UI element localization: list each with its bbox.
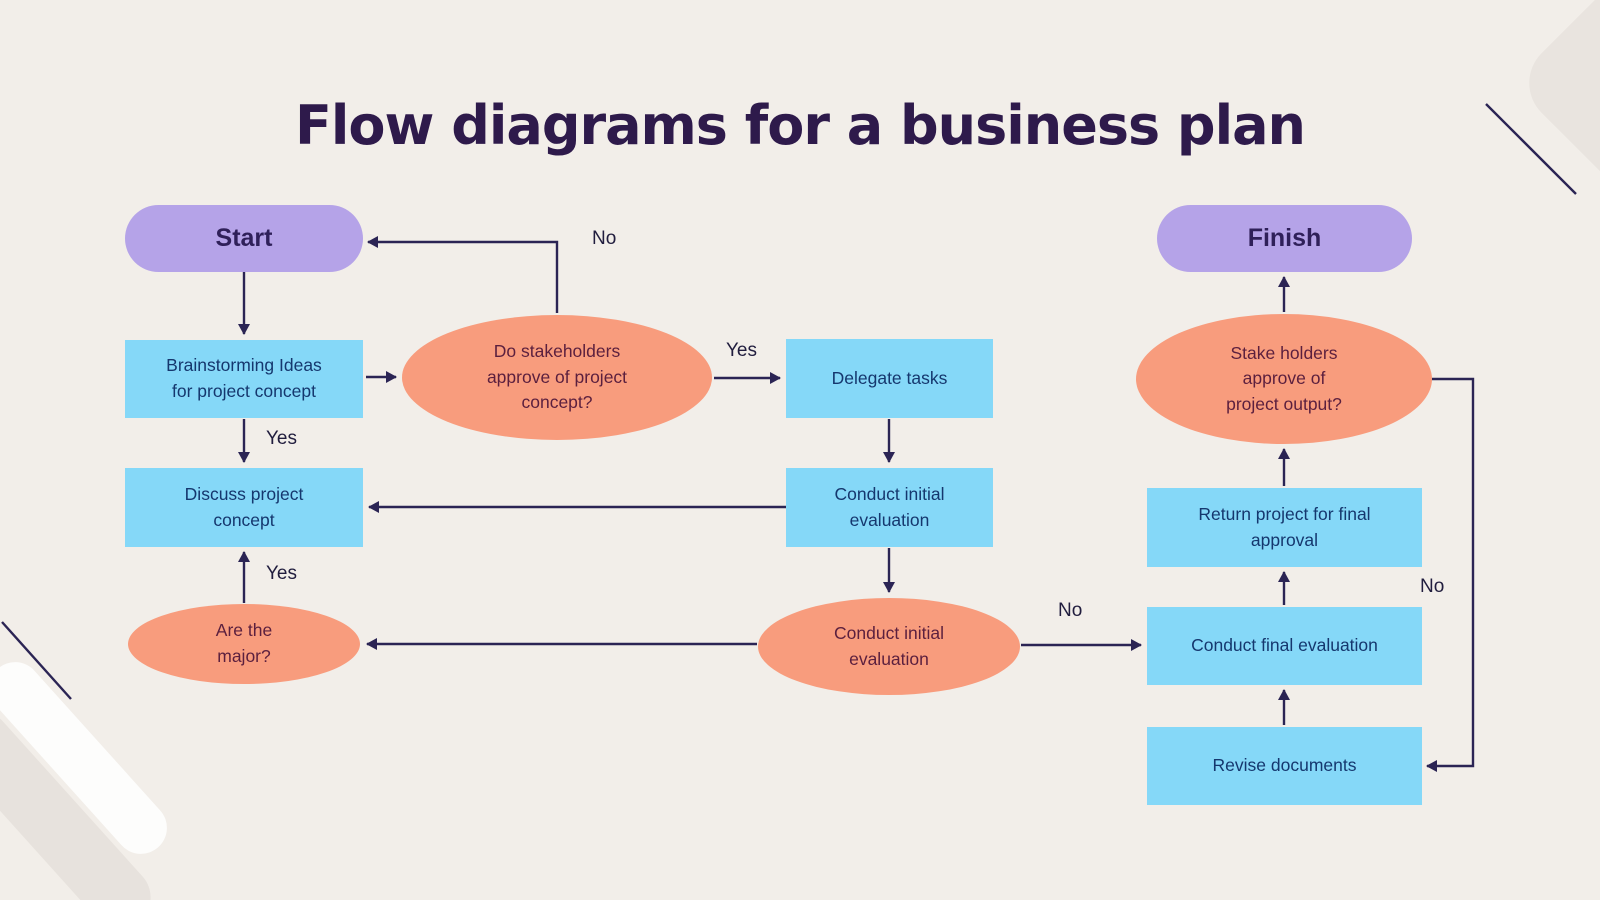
edge-approve-concept-no-to-start xyxy=(367,236,559,313)
edge-label-no-revise: No xyxy=(1420,576,1445,597)
node-discuss-project-concept: Discuss project concept xyxy=(125,468,363,547)
edge-label-yes-discuss: Yes xyxy=(266,428,297,449)
edge-label-no-final: No xyxy=(1058,600,1083,621)
node-revise-documents: Revise documents xyxy=(1147,727,1422,805)
edge-label-yes-major: Yes xyxy=(266,563,297,584)
node-conduct-initial-evaluation-box: Conduct initial evaluation xyxy=(786,468,993,547)
node-delegate-tasks: Delegate tasks xyxy=(786,339,993,418)
page-title: Flow diagrams for a business plan xyxy=(295,94,1306,157)
edge-approve-output-no-to-revise xyxy=(1426,377,1475,772)
node-stakeholders-approve-output: Stake holders approve of project output? xyxy=(1136,314,1432,444)
diagonal-line-top-right-decoration xyxy=(1485,103,1577,195)
edge-label-yes-delegate: Yes xyxy=(726,340,757,361)
diagonal-line-bottom-left-decoration xyxy=(1,621,72,700)
node-finish: Finish xyxy=(1157,205,1412,272)
node-conduct-final-evaluation: Conduct final evaluation xyxy=(1147,607,1422,685)
node-are-the-major: Are the major? xyxy=(128,604,360,684)
edge-label-no-restart: No xyxy=(592,228,617,249)
node-brainstorming-ideas: Brainstorming Ideas for project concept xyxy=(125,340,363,418)
node-stakeholders-approve-concept: Do stakeholders approve of project conce… xyxy=(402,315,712,440)
node-start: Start xyxy=(125,205,363,272)
node-conduct-initial-evaluation-ellipse: Conduct initial evaluation xyxy=(758,598,1020,695)
node-return-project-final-approval: Return project for final approval xyxy=(1147,488,1422,567)
